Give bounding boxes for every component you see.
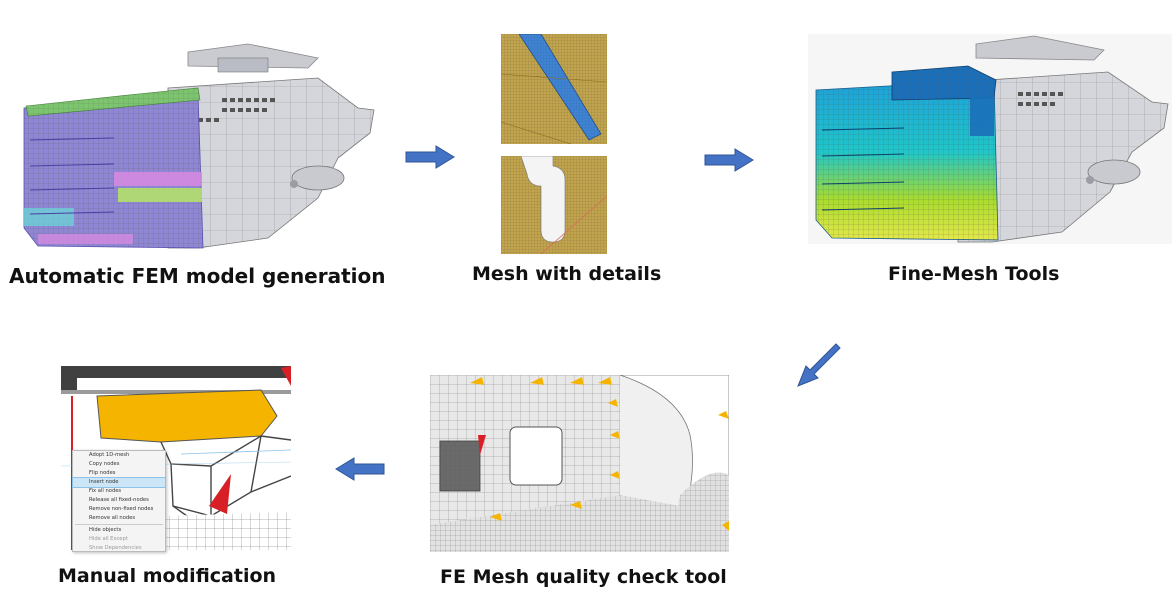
menu-item-copy-nodes[interactable]: Copy nodes xyxy=(89,461,120,467)
caption-mesh-details: Mesh with details xyxy=(472,263,662,285)
menu-item-show-dependencies[interactable]: Show Dependencies xyxy=(89,545,142,551)
arrow-left xyxy=(335,457,385,481)
arrow-right-1 xyxy=(405,145,455,169)
menu-separator xyxy=(75,524,163,525)
menu-item-insert-node[interactable]: Insert node xyxy=(72,477,166,488)
menu-item-hide-objects[interactable]: Hide objects xyxy=(89,527,122,533)
caption-manual-modification: Manual modification xyxy=(58,565,277,587)
menu-item-release-fixed-nodes[interactable]: Release all fixed-nodes xyxy=(89,497,149,503)
caption-fine-mesh: Fine-Mesh Tools xyxy=(888,263,1060,285)
mesh-detail-image-bottom xyxy=(501,156,607,254)
caption-quality-check: FE Mesh quality check tool xyxy=(440,566,727,588)
arrow-down-left xyxy=(797,343,841,387)
mesh-quality-image xyxy=(430,375,729,552)
menu-item-adopt-1d-mesh[interactable]: Adopt 1D-mesh xyxy=(89,452,130,458)
fem-model-image xyxy=(18,38,376,250)
menu-item-remove-all-nodes[interactable]: Remove all nodes xyxy=(89,515,136,521)
menu-item-remove-non-fixed-nodes[interactable]: Remove non-fixed nodes xyxy=(89,506,154,512)
menu-item-flip-nodes[interactable]: Flip nodes xyxy=(89,470,116,476)
fine-mesh-image xyxy=(808,34,1172,244)
context-menu: Adopt 1D-mesh Copy nodes Flip nodes Inse… xyxy=(72,450,166,552)
arrow-right-2 xyxy=(704,148,754,172)
caption-fem-model: Automatic FEM model generation xyxy=(9,264,386,288)
menu-item-hide-all-except[interactable]: Hide all Except xyxy=(89,536,128,542)
mesh-detail-image-top xyxy=(501,34,607,144)
menu-item-fix-all-nodes[interactable]: Fix all nodes xyxy=(89,488,122,494)
